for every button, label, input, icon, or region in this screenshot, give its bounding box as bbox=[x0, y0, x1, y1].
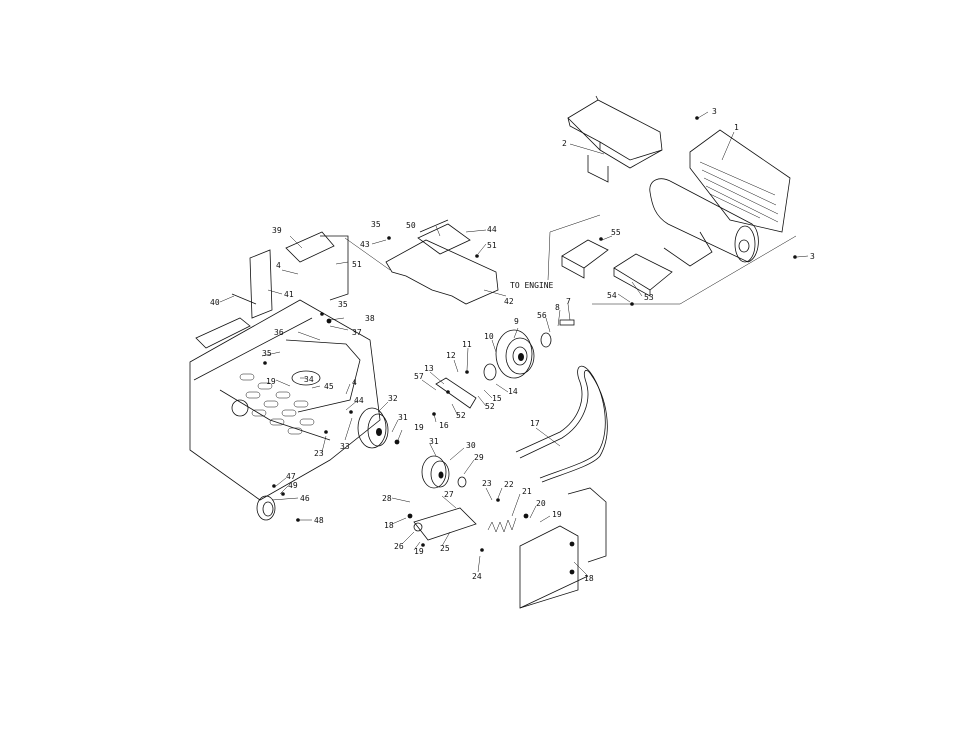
frame-housing bbox=[189, 299, 381, 501]
callout-label: 12 bbox=[446, 351, 456, 360]
callout-label: 13 bbox=[424, 364, 434, 373]
idler-bracket-13 bbox=[435, 363, 497, 409]
heat-shield-part-2 bbox=[567, 95, 663, 183]
callout-label: 51 bbox=[352, 260, 362, 269]
callout-label: 35 bbox=[262, 349, 272, 358]
callout-label: 42 bbox=[504, 297, 514, 306]
callout-label: 23 bbox=[482, 479, 492, 488]
callout-label: 51 bbox=[487, 241, 497, 250]
callout-label: 14 bbox=[508, 387, 518, 396]
mount-plate-42 bbox=[385, 219, 499, 305]
callout-label: 16 bbox=[439, 421, 449, 430]
callout-label: 2 bbox=[562, 139, 567, 148]
pulley-46 bbox=[256, 495, 276, 521]
callout-labels: 3 1 2 3 55 53 54 35 50 44 43 51 42 39 4 … bbox=[210, 107, 815, 583]
guide-line-to-plate bbox=[344, 237, 391, 271]
callout-label: 43 bbox=[360, 240, 370, 249]
callout-label: 3 bbox=[810, 252, 815, 261]
fastener-glyphs bbox=[263, 116, 797, 575]
muffler-bracket-53 bbox=[613, 253, 673, 297]
callout-label: 37 bbox=[352, 328, 362, 337]
spring-21 bbox=[487, 517, 517, 533]
callout-label: 53 bbox=[644, 293, 654, 302]
callout-label: 19 bbox=[266, 377, 276, 386]
callout-label: 38 bbox=[365, 314, 375, 323]
drive-belt-17 bbox=[515, 365, 608, 483]
callout-label: 9 bbox=[514, 317, 519, 326]
callout-label: 36 bbox=[274, 328, 284, 337]
callout-label: 8 bbox=[555, 303, 560, 312]
callout-label: 45 bbox=[324, 382, 334, 391]
pulley-32 bbox=[357, 407, 389, 449]
callout-label: 4 bbox=[352, 378, 357, 387]
idler-arm-25 bbox=[413, 507, 477, 541]
callout-label: 34 bbox=[304, 375, 314, 384]
callout-label: 48 bbox=[314, 516, 324, 525]
muffler-guard-part-1 bbox=[689, 129, 791, 233]
callout-label: 24 bbox=[472, 572, 482, 581]
callout-label: 32 bbox=[388, 394, 398, 403]
callout-label: 39 bbox=[272, 226, 282, 235]
bracket-55 bbox=[561, 239, 609, 279]
muffler bbox=[649, 178, 759, 267]
callout-label: 18 bbox=[384, 521, 394, 530]
callout-label: 27 bbox=[444, 490, 454, 499]
callout-label: 31 bbox=[429, 437, 439, 446]
callout-label: 54 bbox=[607, 291, 617, 300]
callout-label: 44 bbox=[487, 225, 497, 234]
assembly-boundary-line bbox=[547, 214, 797, 305]
callout-label: 4 bbox=[276, 261, 281, 270]
bracket-39-41 bbox=[231, 231, 349, 319]
callout-label: 47 bbox=[286, 472, 296, 481]
callout-label: 40 bbox=[210, 298, 220, 307]
callout-label: 55 bbox=[611, 228, 621, 237]
callout-label: 19 bbox=[414, 423, 424, 432]
callout-label: 41 bbox=[284, 290, 294, 299]
callout-label: 20 bbox=[536, 499, 546, 508]
callout-label: 35 bbox=[338, 300, 348, 309]
mount-plate-18 bbox=[519, 487, 607, 609]
callout-label: 52 bbox=[456, 411, 466, 420]
callout-label: 49 bbox=[288, 481, 298, 490]
callout-label: 1 bbox=[734, 123, 739, 132]
callout-label: 21 bbox=[522, 487, 532, 496]
callout-label: 56 bbox=[537, 311, 547, 320]
callout-label: 46 bbox=[300, 494, 310, 503]
callout-label: 52 bbox=[485, 402, 495, 411]
callout-label: 7 bbox=[566, 297, 571, 306]
callout-label: 44 bbox=[354, 396, 364, 405]
callout-label: 22 bbox=[504, 480, 514, 489]
callout-label: 33 bbox=[340, 442, 350, 451]
callout-label: 17 bbox=[530, 419, 540, 428]
callout-label: 3 bbox=[712, 107, 717, 116]
callout-label: 11 bbox=[462, 340, 472, 349]
callout-label: 19 bbox=[414, 547, 424, 556]
callout-label: 57 bbox=[414, 372, 424, 381]
callout-label: 19 bbox=[552, 510, 562, 519]
callout-label: 50 bbox=[406, 221, 416, 230]
leader-lines bbox=[219, 111, 809, 577]
callout-label: 28 bbox=[382, 494, 392, 503]
callout-label: 25 bbox=[440, 544, 450, 553]
callout-label: 29 bbox=[474, 453, 484, 462]
callout-label: 26 bbox=[394, 542, 404, 551]
callout-label: 35 bbox=[371, 220, 381, 229]
callout-label: 10 bbox=[484, 332, 494, 341]
callout-label: 18 bbox=[584, 574, 594, 583]
callout-label: 23 bbox=[314, 449, 324, 458]
to-engine-annotation: TO ENGINE bbox=[510, 281, 554, 290]
pulley-30 bbox=[421, 455, 467, 489]
callout-label: 31 bbox=[398, 413, 408, 422]
callout-label: 30 bbox=[466, 441, 476, 450]
clutch-pulley-9 bbox=[495, 319, 575, 379]
callout-label: 15 bbox=[492, 394, 502, 403]
